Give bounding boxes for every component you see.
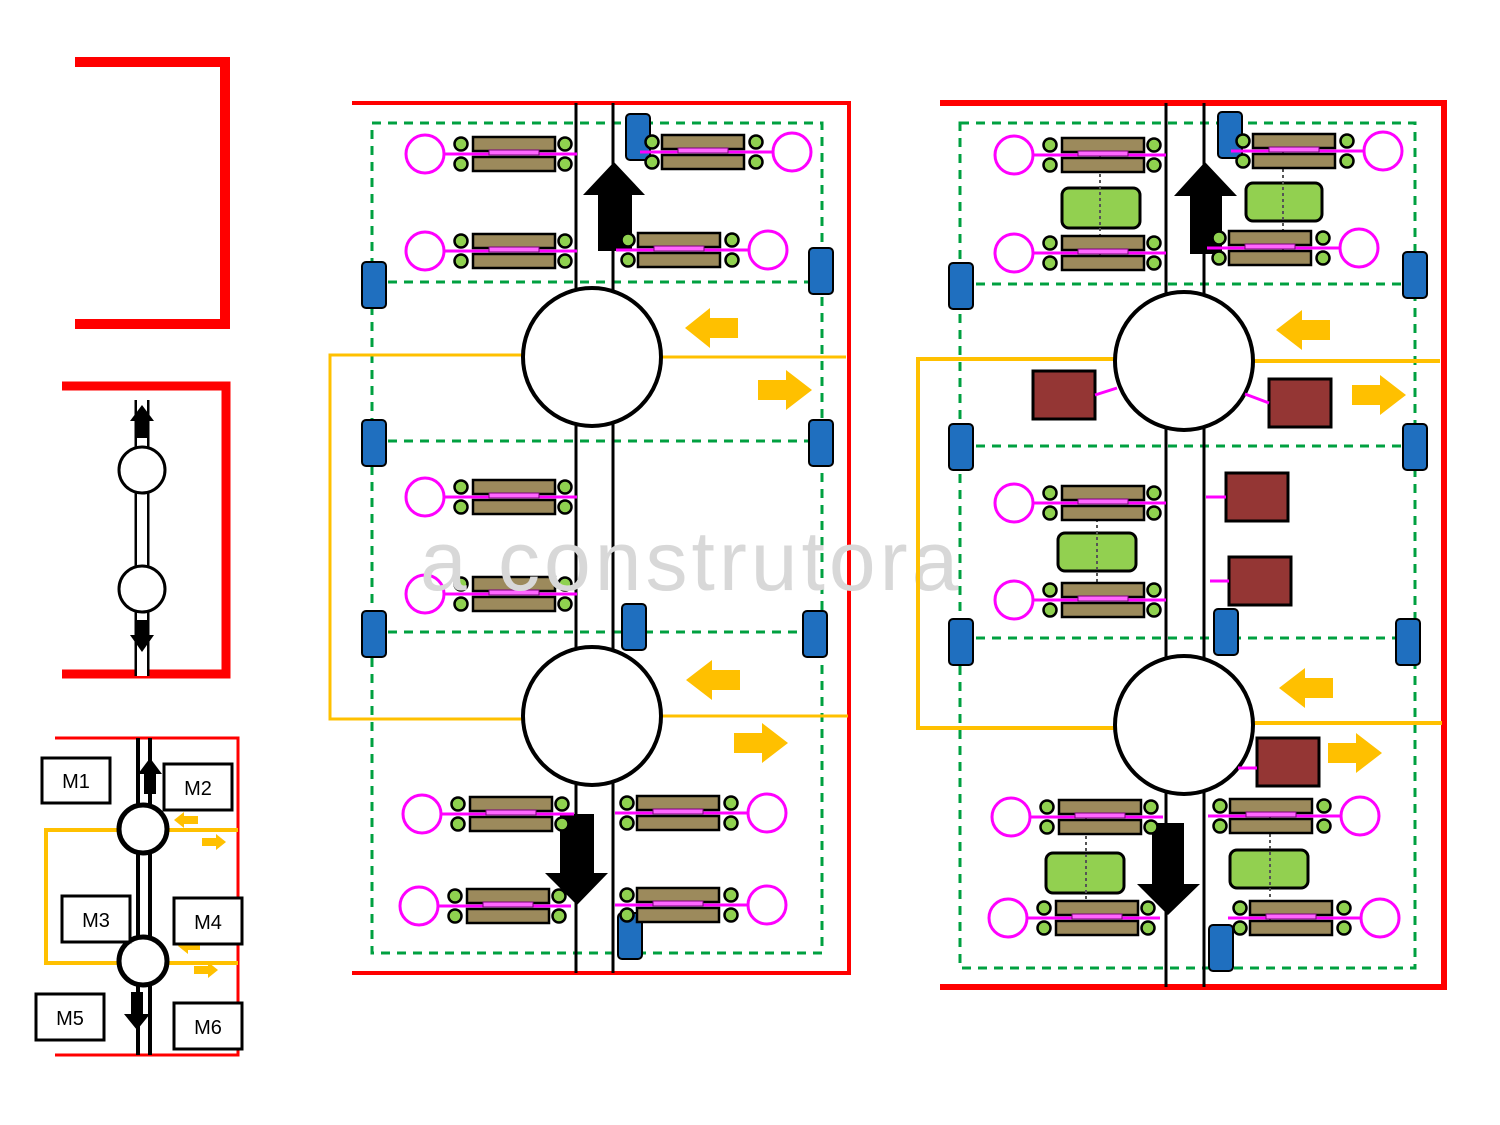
- floor-plan-option-a: [328, 101, 851, 975]
- arrow-right-icon: [194, 962, 218, 978]
- arrow-down-icon: [1137, 823, 1200, 915]
- module-m3: M3: [60, 894, 132, 944]
- arrow-down-icon: [545, 814, 608, 905]
- arrow-up-icon: [138, 758, 162, 794]
- column: [948, 111, 1428, 972]
- circulation-path: [328, 353, 848, 721]
- boundary-wall: [352, 101, 851, 975]
- circulation-path: [44, 828, 238, 965]
- column: [361, 113, 834, 960]
- module-label: M2: [184, 778, 212, 800]
- module-label: M6: [194, 1017, 222, 1039]
- module-label: M5: [56, 1008, 84, 1030]
- arrow-right-icon: [734, 723, 788, 763]
- arrow-up-icon: [1174, 162, 1237, 254]
- module-label: M1: [62, 771, 90, 793]
- module-m4: M4: [172, 896, 244, 946]
- lift-platform: [521, 645, 663, 787]
- arrow-down-icon: [130, 620, 154, 652]
- lift-platform: [1113, 290, 1255, 432]
- arrow-left-icon: [686, 660, 740, 700]
- utility-box: [1031, 369, 1333, 788]
- arrow-down-icon: [124, 992, 150, 1030]
- arrow-up-icon: [583, 162, 645, 251]
- module-m2: M2: [162, 762, 234, 812]
- module-m6: M6: [172, 1001, 244, 1051]
- parking-zone: [958, 121, 1417, 970]
- arrow-left-icon: [1279, 668, 1333, 708]
- boundary-wall: [75, 57, 230, 329]
- watermark: a construtora: [420, 514, 962, 608]
- lift-platform: [117, 564, 167, 614]
- module-m1: M1: [40, 756, 112, 805]
- lift-platform: [116, 934, 170, 988]
- lift-platform: [521, 286, 663, 428]
- circulation-path: [916, 357, 1442, 730]
- arrow-right-icon: [758, 370, 812, 410]
- boundary-wall: [940, 100, 1447, 990]
- lift-platform: [116, 802, 170, 856]
- lift-platform: [117, 445, 167, 495]
- module-m5: M5: [34, 992, 106, 1042]
- parking-zone: [370, 121, 824, 955]
- floor-plan-option-b: [916, 100, 1447, 990]
- arrow-left-icon: [174, 812, 198, 828]
- lift-platform: [1113, 654, 1255, 796]
- arrow-right-icon: [202, 834, 226, 850]
- arrow-up-icon: [130, 405, 154, 438]
- arrow-left-icon: [1276, 310, 1330, 350]
- arrow-right-icon: [1328, 733, 1382, 773]
- arrow-right-icon: [1352, 375, 1406, 415]
- module-label: M4: [194, 912, 222, 934]
- arrow-left-icon: [685, 308, 738, 348]
- module-label: M3: [82, 910, 110, 932]
